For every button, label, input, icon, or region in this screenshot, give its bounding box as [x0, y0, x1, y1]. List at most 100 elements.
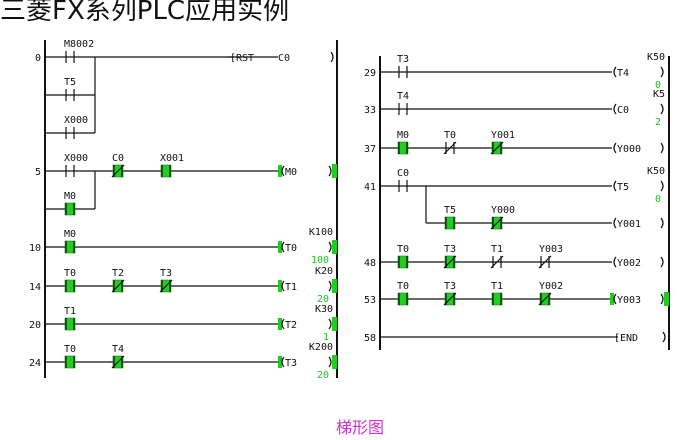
coil-close-paren — [328, 356, 332, 368]
contact-label: Y000 — [491, 205, 515, 216]
contact-active-fill — [397, 255, 409, 269]
contact-t1 — [64, 317, 76, 331]
coil-name: T5 — [617, 182, 629, 193]
coil-name: Y001 — [617, 219, 641, 230]
coil-close-paren — [660, 142, 664, 154]
coil-active-right — [664, 292, 669, 306]
contact-label: Y001 — [491, 130, 515, 141]
coil-open-paren — [281, 280, 285, 292]
contact-active-fill — [397, 141, 409, 155]
coil-name: Y002 — [617, 258, 641, 269]
coil-name: T4 — [617, 68, 629, 79]
contact-label: X001 — [160, 153, 184, 164]
timer-preset: K100 — [309, 227, 333, 238]
contact-nc-slash — [111, 164, 125, 178]
coil-close-paren — [328, 165, 332, 177]
contact-active-fill — [64, 355, 76, 369]
coil-name: Y000 — [617, 144, 641, 155]
step-number: 0 — [35, 53, 41, 64]
contact-nc-slash — [443, 255, 457, 269]
step-number: 10 — [29, 243, 41, 254]
contact-y000 — [490, 216, 504, 230]
step-number: 29 — [364, 68, 376, 79]
contact-label: X000 — [64, 153, 88, 164]
step-number: 37 — [364, 144, 376, 155]
coil-open-paren — [613, 103, 617, 115]
step-number: 5 — [35, 167, 41, 178]
contact-t5 — [444, 216, 456, 230]
coil-close-paren — [328, 318, 332, 330]
contact-active-fill — [160, 164, 172, 178]
contact-m0 — [397, 141, 409, 155]
contact-t2 — [111, 279, 125, 293]
contact-label: T1 — [491, 244, 503, 255]
timer-current-value: 20 — [317, 370, 329, 381]
contact-label: T3 — [397, 54, 409, 65]
contact-m0 — [64, 202, 76, 216]
coil-close-paren — [660, 103, 664, 115]
coil-active-left — [278, 241, 282, 253]
contact-nc-slash — [490, 141, 504, 155]
timer-preset: K200 — [309, 342, 333, 353]
contact-active-fill — [64, 240, 76, 254]
coil-open-paren — [613, 217, 617, 229]
contact-m0 — [64, 240, 76, 254]
coil-name: T1 — [285, 282, 297, 293]
diagram-caption: 梯形图 — [336, 418, 385, 437]
timer-preset: K30 — [315, 304, 333, 315]
step-number: 48 — [364, 258, 376, 269]
contact-t3 — [443, 255, 457, 269]
timer-preset: K20 — [315, 266, 333, 277]
contact-active-fill — [64, 317, 76, 331]
coil-open-paren — [613, 180, 617, 192]
step-number: 14 — [29, 282, 41, 293]
timer-current-value: 0 — [655, 194, 661, 205]
contact-nc-slash — [159, 279, 173, 293]
contact-t4 — [111, 355, 125, 369]
coil-close-paren — [328, 241, 332, 253]
contact-label: T0 — [64, 344, 76, 355]
coil-close-paren — [660, 256, 664, 268]
contact-label: T5 — [64, 77, 76, 88]
contact-t0 — [397, 255, 409, 269]
contact-nc-slash — [538, 292, 552, 306]
contact-label: Y003 — [539, 244, 563, 255]
contact-c0 — [111, 164, 125, 178]
contact-label: T0 — [64, 268, 76, 279]
contact-t5 — [65, 89, 75, 101]
contact-x001 — [160, 164, 172, 178]
timer-preset: K50 — [647, 52, 665, 63]
coil-active-right — [332, 240, 337, 254]
contact-y003 — [538, 255, 552, 269]
coil-active-left — [610, 293, 614, 305]
step-number: 53 — [364, 295, 376, 306]
coil-active-left — [278, 356, 282, 368]
contact-active-fill — [64, 279, 76, 293]
coil-name: T2 — [285, 320, 297, 331]
contact-label: T0 — [397, 244, 409, 255]
coil-active-left — [278, 280, 282, 292]
contact-label: T5 — [444, 205, 456, 216]
coil-open-paren — [613, 142, 617, 154]
coil-close-paren — [660, 66, 664, 78]
contact-active-fill — [64, 202, 76, 216]
contact-label: T1 — [491, 281, 503, 292]
contact-label: M0 — [64, 229, 76, 240]
coil-name: Y003 — [617, 295, 641, 306]
contact-t0 — [64, 279, 76, 293]
coil-close-paren — [660, 180, 664, 192]
contact-t3 — [159, 279, 173, 293]
coil-active-right — [332, 317, 337, 331]
step-number: 24 — [29, 358, 41, 369]
contact-active-fill — [444, 216, 456, 230]
timer-current-value: 20 — [317, 294, 329, 305]
coil-active-right — [332, 164, 337, 178]
coil-active-right — [332, 355, 337, 369]
contact-label: T3 — [444, 244, 456, 255]
contact-t3 — [443, 292, 457, 306]
contact-x000 — [65, 127, 75, 139]
contact-t4 — [398, 103, 408, 115]
contact-label: T1 — [64, 306, 76, 317]
coil-open-paren — [281, 165, 285, 177]
